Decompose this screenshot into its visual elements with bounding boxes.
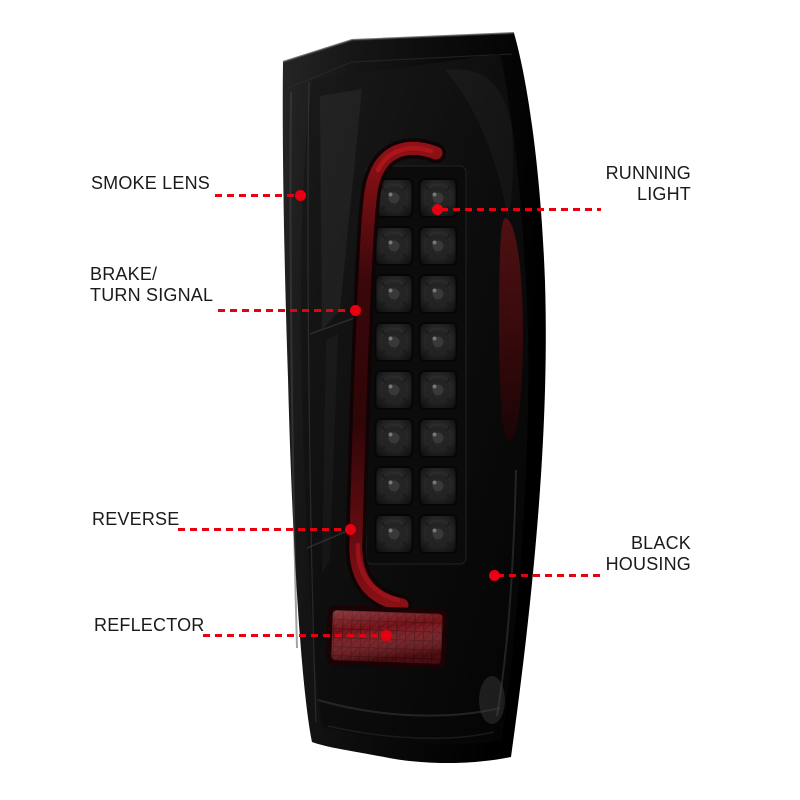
smoke-lens-leader-line	[215, 194, 300, 197]
reverse-dot	[345, 524, 356, 535]
reverse-label: REVERSE	[92, 509, 180, 529]
reflector-dot	[381, 630, 392, 641]
running-light-dot	[432, 204, 443, 215]
black-housing-leader-line	[497, 574, 604, 577]
led-array	[372, 174, 460, 558]
smoke-lens-label: SMOKE LENS	[90, 173, 210, 193]
reflector-label: REFLECTOR	[94, 615, 205, 635]
smoke-lens-dot	[295, 190, 306, 201]
brake-turn-signal-label: BRAKE/ TURN SIGNAL	[90, 264, 214, 305]
running-light-leader-line	[441, 208, 601, 211]
black-housing-label: BLACK HOUSING	[605, 533, 691, 574]
black-housing-dot	[489, 570, 500, 581]
side-marker-reflection	[498, 217, 523, 441]
reverse-leader-line	[178, 528, 350, 531]
brake-turn-signal-dot	[350, 305, 361, 316]
reflector-leader-line	[203, 634, 386, 637]
brake-turn-signal-leader-line	[218, 309, 355, 312]
running-light-label: RUNNING LIGHT	[605, 163, 691, 204]
